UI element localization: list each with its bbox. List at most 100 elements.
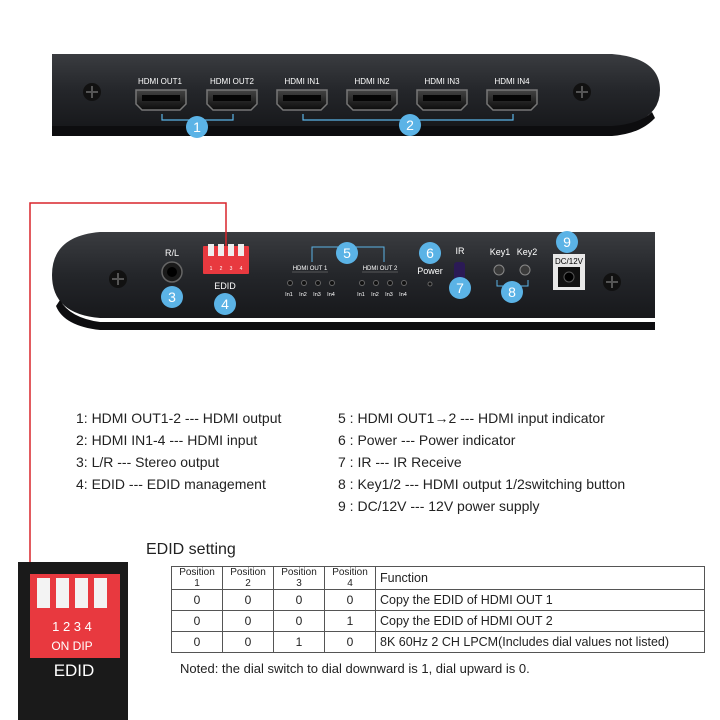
header-position-1: Position 1 — [171, 566, 223, 590]
callout-7: 7 — [449, 277, 471, 299]
table-cell: Copy the EDID of HDMI OUT 2 — [375, 610, 705, 632]
hdmi-port-in4[interactable] — [486, 89, 538, 111]
key1-button[interactable] — [493, 264, 505, 276]
hdmi-port-out2[interactable] — [206, 89, 258, 111]
out1-label: HDMI OUT 1 — [293, 266, 328, 272]
svg-text:In2: In2 — [371, 292, 379, 298]
svg-text:3: 3 — [168, 289, 176, 305]
edid-label: EDID — [214, 281, 236, 291]
led-out1-in3 — [315, 280, 321, 286]
hdmi-port-in1[interactable] — [276, 89, 328, 111]
table-row: 0 0 0 0 Copy the EDID of HDMI OUT 1 — [171, 589, 705, 611]
svg-text:5: 5 — [343, 245, 351, 261]
svg-text:2: 2 — [220, 266, 223, 272]
led-out1-in1 — [287, 280, 293, 286]
key2-label: Key2 — [517, 247, 538, 257]
callout-6: 6 — [419, 242, 441, 264]
edid-table: Position 1 Position 2 Position 3 Positio… — [171, 566, 705, 653]
table-cell: 0 — [273, 610, 325, 632]
legend-item-4: 4: EDID --- EDID management — [76, 476, 266, 492]
table-cell: 0 — [273, 589, 325, 611]
svg-text:In4: In4 — [399, 292, 407, 298]
closeup-numbers: 1 2 3 4 — [52, 619, 92, 634]
port-label-in3: HDMI IN3 — [424, 77, 460, 86]
led-out1-in2 — [301, 280, 307, 286]
svg-text:8: 8 — [508, 284, 516, 300]
table-cell: 0 — [222, 631, 274, 653]
dip-closeup: 1 2 3 4 ON DIP EDID — [18, 562, 128, 720]
table-cell: 0 — [324, 589, 376, 611]
svg-text:4: 4 — [240, 266, 243, 272]
svg-text:2: 2 — [406, 117, 414, 133]
led-out2-in3 — [387, 280, 393, 286]
header-position-4: Position 4 — [324, 566, 376, 590]
svg-text:7: 7 — [456, 280, 464, 296]
legend-item-5: 5 : HDMI OUT1→2 --- HDMI input indicator — [338, 410, 605, 426]
legend-item-1: 1: HDMI OUT1-2 --- HDMI output — [76, 410, 282, 426]
port-label-in1: HDMI IN1 — [284, 77, 320, 86]
svg-text:6: 6 — [426, 245, 434, 261]
led-out2-in1 — [359, 280, 365, 286]
out2-label: HDMI OUT 2 — [363, 266, 398, 272]
edid-heading: EDID setting — [146, 541, 236, 558]
power-led — [427, 281, 433, 287]
svg-text:9: 9 — [563, 234, 571, 250]
svg-text:1: 1 — [193, 119, 201, 135]
dip-switch[interactable]: 1 2 3 4 — [203, 244, 249, 274]
leader-line — [29, 202, 227, 580]
hdmi-port-in3[interactable] — [416, 89, 468, 111]
port-label-in2: HDMI IN2 — [354, 77, 390, 86]
hdmi-port-out1[interactable] — [135, 89, 187, 111]
table-cell: 0 — [171, 589, 223, 611]
callout-8: 8 — [501, 281, 523, 303]
callout-5: 5 — [336, 242, 358, 264]
edid-note: Noted: the dial switch to dial downward … — [180, 661, 530, 676]
legend-item-3: 3: L/R --- Stereo output — [76, 454, 220, 470]
svg-text:In2: In2 — [299, 292, 307, 298]
led-out1-in4 — [329, 280, 335, 286]
front-panel: HDMI OUT1 HDMI OUT2 HDMI IN1 HDMI IN2 HD… — [52, 54, 660, 136]
legend-item-6: 6 : Power --- Power indicator — [338, 432, 516, 448]
svg-text:In3: In3 — [313, 292, 321, 298]
table-header-row: Position 1 Position 2 Position 3 Positio… — [171, 566, 705, 590]
header-position-3: Position 3 — [273, 566, 325, 590]
closeup-edid-label: EDID — [54, 661, 95, 680]
svg-text:3: 3 — [230, 266, 233, 272]
svg-text:In3: In3 — [385, 292, 393, 298]
legend-item-9: 9 : DC/12V --- 12V power supply — [338, 498, 540, 514]
led-out2-in2 — [373, 280, 379, 286]
audio-jack[interactable] — [161, 261, 183, 283]
key2-button[interactable] — [519, 264, 531, 276]
callout-3: 3 — [161, 286, 183, 308]
key1-label: Key1 — [490, 247, 511, 257]
ir-label: IR — [456, 246, 466, 256]
legend-item-8: 8 : Key1/2 --- HDMI output 1/2switching … — [338, 476, 626, 492]
port-label-out2: HDMI OUT2 — [210, 77, 255, 86]
svg-text:4: 4 — [221, 296, 229, 312]
table-cell: 1 — [273, 631, 325, 653]
svg-text:1: 1 — [210, 266, 213, 272]
ir-receiver — [454, 262, 465, 282]
port-label-in4: HDMI IN4 — [494, 77, 530, 86]
port-label-out1: HDMI OUT1 — [138, 77, 183, 86]
rl-label: R/L — [165, 248, 179, 258]
svg-text:In4: In4 — [327, 292, 335, 298]
table-row: 0 0 0 1 Copy the EDID of HDMI OUT 2 — [171, 610, 705, 632]
table-cell: 0 — [324, 631, 376, 653]
callout-4: 4 — [214, 293, 236, 315]
dc-label: DC/12V — [555, 257, 584, 266]
table-cell: 0 — [222, 589, 274, 611]
table-cell: 0 — [171, 610, 223, 632]
led-out2-in4 — [401, 280, 407, 286]
closeup-on-dip: ON DIP — [51, 639, 92, 653]
table-row: 0 0 1 0 8K 60Hz 2 CH LPCM(Includes dial … — [171, 631, 705, 653]
callout-2: 2 — [399, 114, 421, 136]
hdmi-port-in2[interactable] — [346, 89, 398, 111]
table-cell: 0 — [222, 610, 274, 632]
callout-1: 1 — [186, 116, 208, 138]
table-cell: 0 — [171, 631, 223, 653]
table-cell: 1 — [324, 610, 376, 632]
legend-item-2: 2: HDMI IN1-4 --- HDMI input — [76, 432, 258, 448]
table-cell: Copy the EDID of HDMI OUT 1 — [375, 589, 705, 611]
